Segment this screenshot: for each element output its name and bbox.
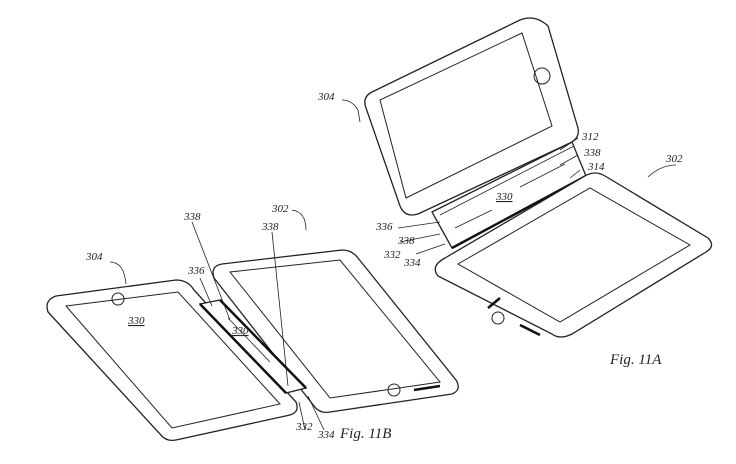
label-330-b: 330: [231, 325, 249, 337]
label-338-a2: 338: [397, 235, 415, 247]
leader-302-b: [291, 209, 307, 231]
label-332-a: 332: [383, 249, 401, 261]
leader-302: [647, 164, 677, 178]
label-330-a: 330: [495, 191, 513, 203]
home-button-icon: [533, 67, 551, 85]
label-314: 314: [587, 161, 605, 173]
hinge-330-b: [198, 299, 308, 394]
label-312: 312: [581, 131, 599, 143]
caption-fig-11b: Fig. 11B: [339, 426, 391, 442]
leader-332-b: [298, 401, 306, 431]
label-338-b1: 338: [183, 211, 201, 223]
label-338-b2: 338: [261, 221, 279, 233]
label-338-a1: 338: [583, 147, 601, 159]
label-304-b: 304: [85, 251, 103, 263]
label-302-a: 302: [665, 153, 683, 165]
label-332-b: 332: [295, 421, 313, 433]
caption-fig-11a: Fig. 11A: [609, 352, 662, 368]
screen-top: [379, 32, 553, 199]
fig-11a: 304 302 312 338 314 330 336 338 332 334 …: [317, 17, 713, 368]
screen-right: [229, 259, 441, 399]
screen-left: [65, 291, 281, 429]
label-334-b: 334: [317, 429, 335, 441]
home-button-icon: [491, 311, 505, 325]
label-334-a: 334: [403, 257, 421, 269]
label-336-b: 336: [187, 265, 205, 277]
label-336-a: 336: [375, 221, 393, 233]
tablet-302-bottom: [434, 172, 713, 338]
home-button-icon: [111, 292, 125, 306]
label-330-screen: 330: [127, 315, 145, 327]
label-302-b: 302: [271, 203, 289, 215]
screen-bottom: [456, 187, 691, 323]
label-304-a: 304: [317, 91, 335, 103]
home-button-icon: [387, 383, 401, 397]
leader-304: [341, 99, 361, 123]
fig-11b: 304 302 338 338 336 330 330 332 334 Fig.…: [46, 203, 459, 442]
leader-304-b: [109, 261, 127, 285]
tablet-304-left: [46, 279, 298, 442]
tablet-302-right: [212, 249, 459, 414]
